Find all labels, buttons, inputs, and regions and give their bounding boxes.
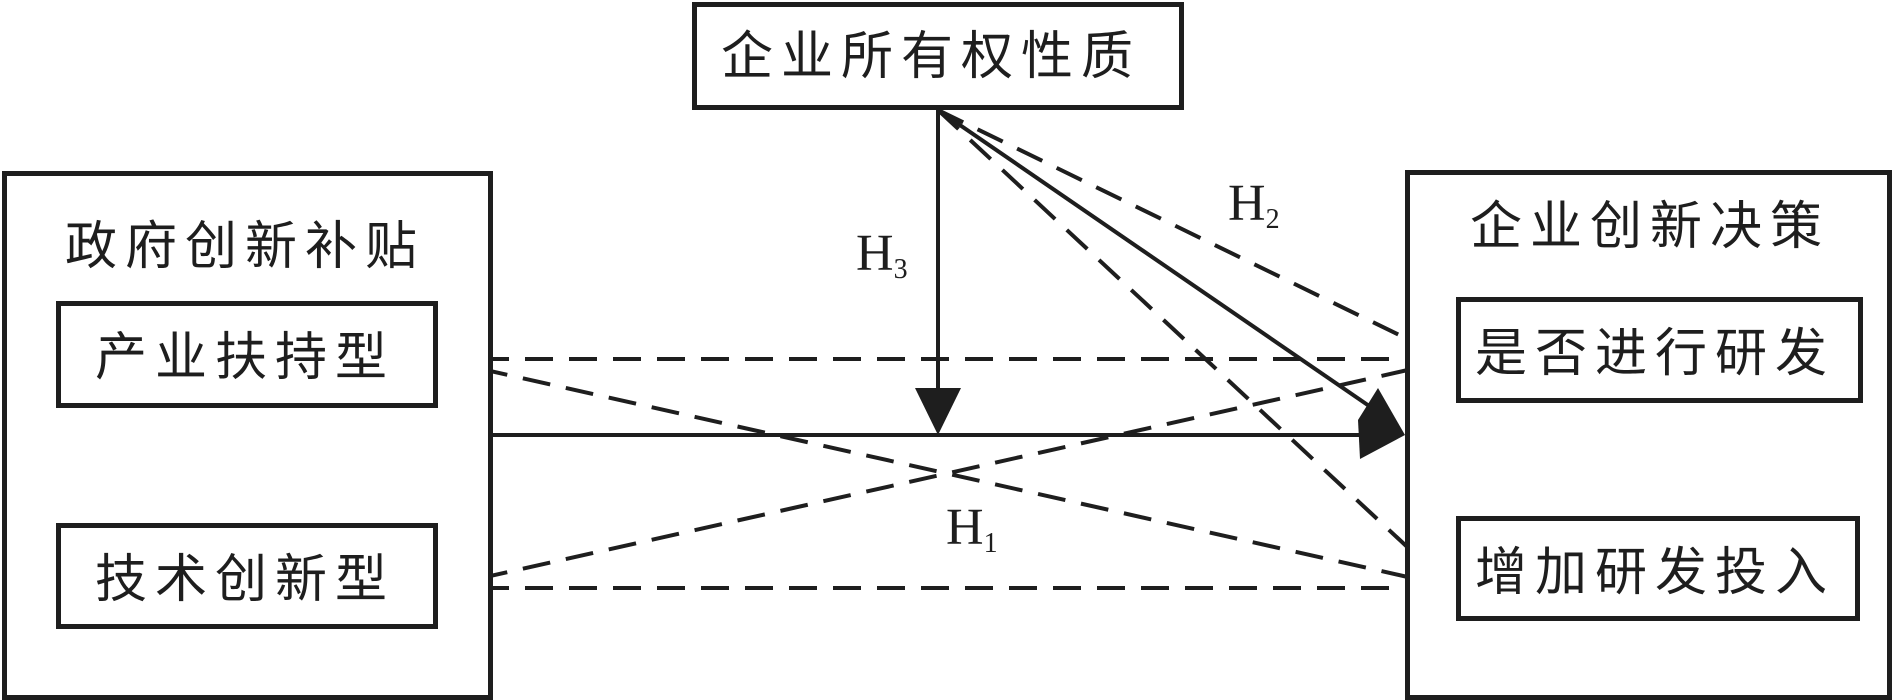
dependent-item-label: 增加研发投入 [1475,543,1836,603]
hypothesis-h3-subscript: 3 [893,254,908,285]
hypothesis-label-h2: H2 [1228,178,1280,234]
dashed-arrow-ownership-to-rd-investment [936,108,1434,572]
independent-variable-title: 政府创新补贴 [65,217,426,277]
dependent-item-label: 是否进行研发 [1475,324,1836,384]
independent-item-label: 产业扶持型 [95,328,396,388]
dashed-arrow-tech-to-rd-decision [436,363,1431,590]
independent-item-box-tech: 技术创新型 [56,523,438,629]
independent-item-box-industry: 产业扶持型 [56,301,438,408]
solid-arrow-ownership-to-decision [936,108,1377,412]
moderator-label: 企业所有权性质 [721,27,1142,87]
hypothesis-label-h3: H3 [856,228,908,284]
dependent-item-box-rd-investment: 增加研发投入 [1456,516,1860,621]
dashed-arrow-ownership-to-rd-decision [937,108,1431,352]
independent-item-label: 技术创新型 [95,550,396,610]
arrowhead-moderation [915,388,961,435]
hypothesis-h1-base: H [946,499,984,556]
arrowhead-main [1358,388,1405,459]
hypothesis-h2-base: H [1228,175,1266,232]
moderator-box: 企业所有权性质 [692,2,1184,110]
hypothesis-h1-subscript: 1 [983,528,998,559]
hypothesis-h3-base: H [856,225,894,282]
hypothesis-label-h1: H1 [946,502,998,558]
dependent-variable-title: 企业创新决策 [1470,197,1831,257]
dependent-item-box-rd-decision: 是否进行研发 [1456,297,1863,403]
dashed-arrow-industry-to-rd-investment [436,357,1431,584]
hypothesis-h2-subscript: 2 [1265,204,1280,235]
